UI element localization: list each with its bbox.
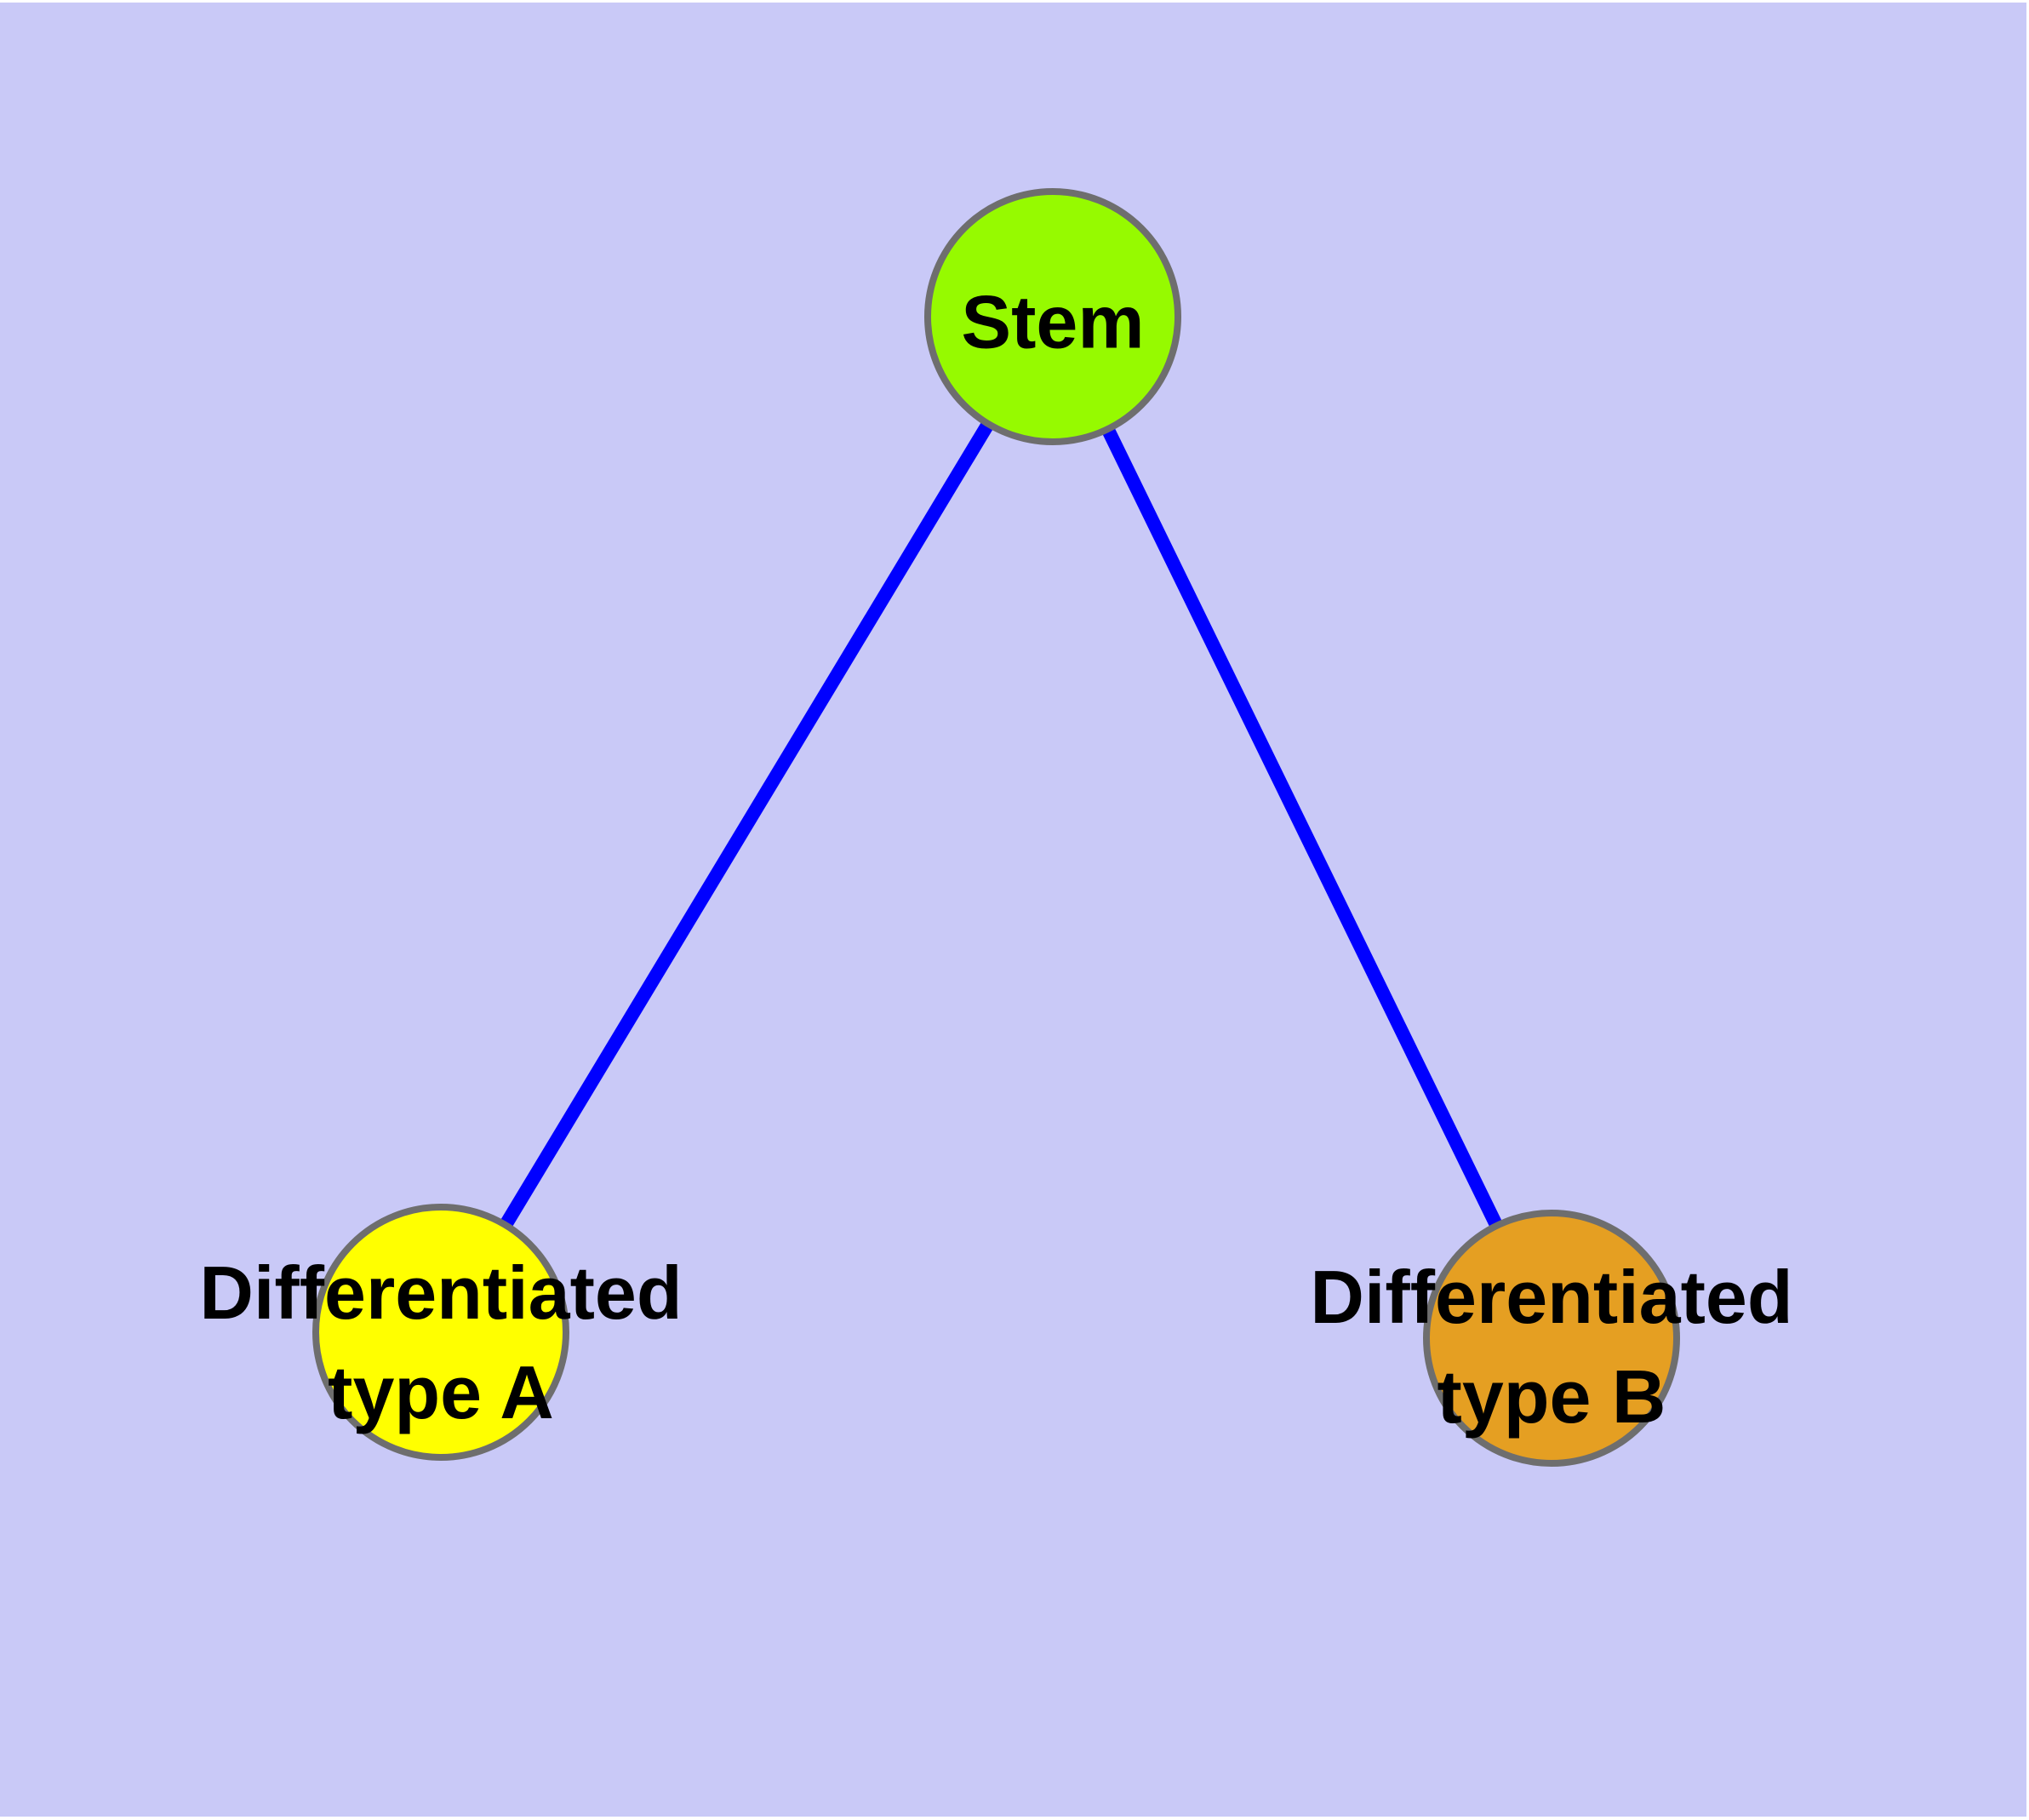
node-stem: [924, 188, 1181, 445]
node-label-stem-text: Stem: [961, 279, 1145, 364]
node-label-differentiated-type-b-line2: type B: [1437, 1354, 1666, 1439]
edge-stem-to-differentiated-type-b: [1046, 313, 1558, 1342]
node-differentiated-type-b: [1423, 1210, 1680, 1467]
node-label-differentiated-type-b-line1: Differentiated: [1310, 1255, 1793, 1339]
node-label-stem: Stem: [961, 272, 1144, 372]
edge-stem-to-differentiated-type-a: [435, 312, 1059, 1336]
node-label-differentiated-type-a-line1: Differentiated: [199, 1251, 683, 1335]
node-label-differentiated-type-a-line2: type A: [328, 1350, 554, 1434]
node-label-differentiated-type-b: Differentiated type B: [1310, 1247, 1792, 1446]
node-label-differentiated-type-a: Differentiated type A: [199, 1243, 682, 1442]
node-differentiated-type-a: [312, 1204, 569, 1461]
